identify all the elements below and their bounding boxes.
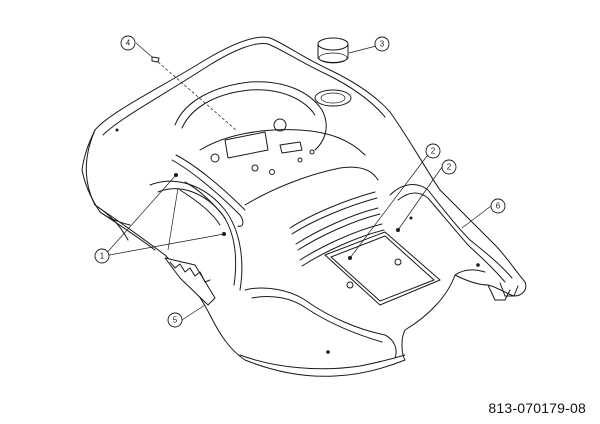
- callout-6: 6: [490, 198, 506, 214]
- callout-2-lower-label: 2: [447, 163, 452, 172]
- pedal-tabs: [487, 282, 519, 301]
- dash-panel: [210, 118, 315, 175]
- callout-2-upper-label: 2: [431, 147, 436, 156]
- fender-body: [81, 36, 527, 377]
- callout-3-label: 3: [380, 40, 385, 49]
- callout-4-label: 4: [126, 39, 131, 48]
- callout-6-label: 6: [496, 202, 501, 211]
- screw-part: [151, 56, 237, 131]
- floor-plate: [324, 231, 441, 306]
- boot-cap: [314, 37, 352, 107]
- vent-slots: [289, 191, 385, 267]
- callout-1-label: 1: [100, 252, 105, 261]
- part-number-label: 813-070179-08: [488, 400, 586, 416]
- side-panel: [171, 154, 246, 227]
- callout-5: 5: [167, 312, 183, 328]
- leader-lines: [103, 42, 492, 321]
- callout-2-upper: 2: [425, 143, 441, 159]
- callout-3: 3: [374, 36, 390, 52]
- callout-4: 4: [120, 35, 136, 51]
- callout-2-lower: 2: [441, 159, 457, 175]
- serrated-bracket: [164, 257, 216, 306]
- callout-1: 1: [94, 248, 110, 264]
- callout-5-label: 5: [173, 316, 178, 325]
